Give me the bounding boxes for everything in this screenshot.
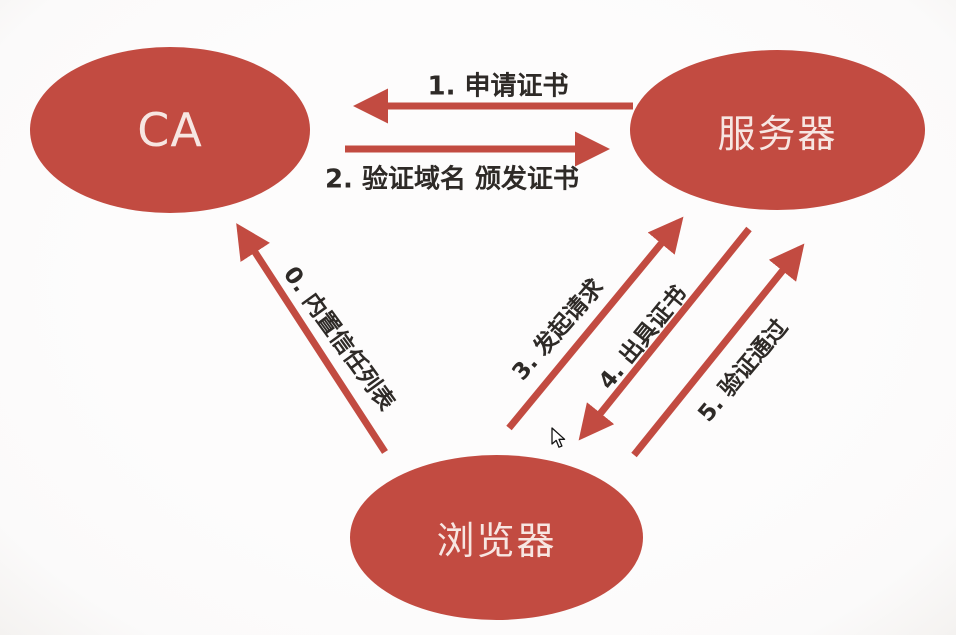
edge-1-label: 1. 申请证书	[427, 71, 569, 102]
node-server: 服务器	[630, 50, 925, 210]
mouse-cursor-icon	[551, 427, 566, 448]
edge-3-send-request-arrow	[506, 216, 684, 431]
node-ca-label: CA	[137, 103, 203, 157]
node-browser-label: 浏览器	[436, 519, 557, 563]
node-server-label: 服务器	[717, 111, 838, 156]
edge-4-present-cert-arrow	[578, 226, 752, 441]
edge-0-trust-list-arrow	[236, 223, 388, 454]
edge-2-label: 2. 验证域名 颁发证书	[324, 164, 580, 195]
node-ca: CA	[30, 47, 310, 213]
node-browser: 浏览器	[350, 455, 643, 620]
edge-5-verify-pass-arrow	[631, 243, 805, 458]
